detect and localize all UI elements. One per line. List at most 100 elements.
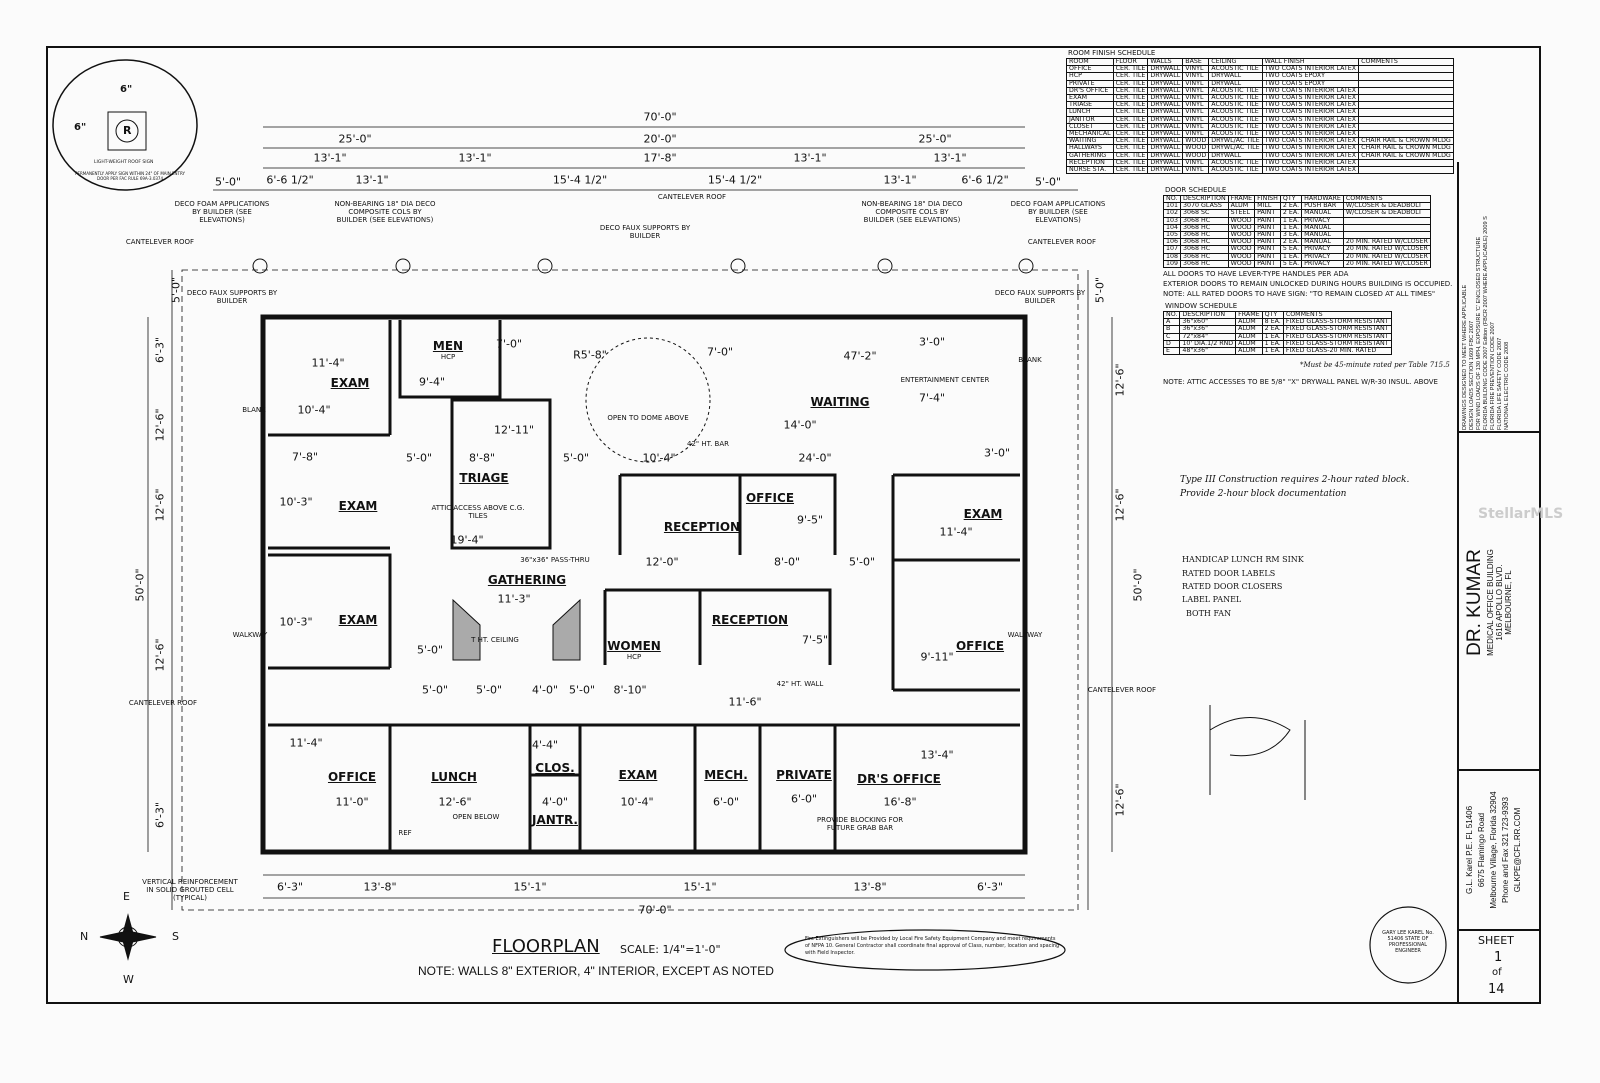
table-cell: 106: [1162, 238, 1182, 247]
table-cell: CER. TILE: [1112, 166, 1149, 175]
dimension-label: 14'-0": [783, 418, 817, 432]
dimension-label: 12'-6": [438, 795, 472, 809]
engineer-seal: [1369, 906, 1447, 984]
table-cell: PAINT: [1254, 259, 1281, 269]
dimension-label: 50'-0": [133, 568, 147, 602]
drawing-title: FLOORPLAN: [492, 936, 600, 957]
dimension-label: 13'-4": [920, 748, 954, 762]
engineer-info: G.L. Karel P.E. FL 51406 6675 Flamingo R…: [1464, 775, 1524, 925]
table-cell: DRYWL/AC TILE: [1208, 137, 1263, 146]
dimension-lines: [147, 126, 1113, 910]
dimension-label: 6'-3": [153, 336, 167, 364]
table-cell: WOOD: [1227, 245, 1256, 254]
table-cell: [1358, 122, 1454, 132]
dimension-label: 13'-1": [458, 151, 492, 165]
watermark: StellarMLS: [1478, 506, 1564, 522]
table-cell: [1358, 166, 1454, 175]
sign-symbol: R: [123, 124, 132, 137]
dimension-label: 24'-0": [798, 451, 832, 465]
table-cell: 5 EA.: [1279, 259, 1303, 269]
dimension-label: 5'-0": [1034, 175, 1062, 189]
door-note-3: NOTE: ALL RATED DOORS TO HAVE SIGN: "TO …: [1163, 290, 1436, 298]
table-cell: PRIVACY: [1301, 259, 1344, 269]
code-note: DRAWINGS DESIGNED TO MEET WHERE APPLICAB…: [1462, 284, 1468, 430]
hand-note: RATED DOOR LABELS: [1182, 569, 1276, 578]
room-label: MECH.: [704, 768, 748, 782]
room-label: DR'S OFFICE: [857, 772, 941, 786]
table-cell: ALUM: [1235, 347, 1263, 356]
table-cell: 2 EA.: [1279, 202, 1303, 211]
room-label: OFFICE: [327, 770, 377, 784]
engineer-line: 6675 Flamingo Road: [1477, 812, 1486, 888]
dimension-label: 15'-4 1/2": [707, 173, 763, 187]
compass-w: W: [123, 973, 134, 986]
dimension-label: 9'-5": [796, 513, 824, 527]
code-note: FOR WIND LOADS OF 130 MPH, EXPOSURE 'C' …: [1476, 236, 1482, 430]
dimension-label: 6'-0": [712, 795, 740, 809]
sign-box: [107, 111, 147, 151]
dimension-label: 12'-6": [153, 638, 167, 672]
dimension-label: 13'-1": [933, 151, 967, 165]
hand-note: HANDICAP LUNCH RM SINK: [1182, 555, 1304, 564]
dimension-label: 6'-0": [790, 792, 818, 806]
table-cell: WOOD: [1227, 238, 1256, 247]
project-info: DR. KUMAR MEDICAL OFFICE BUILDING 1616 A…: [1464, 440, 1513, 765]
annotation: ATTIC ACCESS ABOVE C.G. TILES: [431, 504, 525, 520]
table-cell: WOOD: [1227, 259, 1256, 269]
room-finish-title: ROOM FINISH SCHEDULE: [1068, 49, 1156, 57]
table-cell: DRYWALL: [1147, 166, 1184, 175]
room-label: CLOS.: [535, 761, 575, 775]
project-city: MELBOURNE, FL: [1504, 570, 1513, 635]
title-block-lines: [1457, 162, 1540, 1003]
annotation: 36"x36" PASS-THRU: [520, 556, 590, 564]
table-cell: 20 MIN. RATED W/CLOSER: [1342, 259, 1431, 269]
table-cell: E: [1162, 347, 1181, 356]
hand-note: BOTH FAN: [1186, 609, 1232, 618]
annotation: CANTELEVER ROOF: [128, 699, 198, 707]
table-cell: [1342, 216, 1431, 225]
roof-outline: [181, 269, 1079, 911]
interior-walls: [268, 320, 1020, 852]
table-cell: 103: [1162, 216, 1182, 225]
dimension-label: 20'-0": [643, 132, 677, 146]
table-cell: CHAIR RAIL & CROWN MLDG: [1358, 137, 1454, 146]
annotation: NON-BEARING 18" DIA DECO COMPOSITE COLS …: [334, 200, 436, 224]
compass-n: N: [80, 930, 89, 943]
attic-note: NOTE: ATTIC ACCESSES TO BE 5/8" "X" DRYW…: [1163, 378, 1438, 386]
sheet-of: of: [1492, 967, 1502, 978]
annotation: CANTELEVER ROOF: [1087, 686, 1157, 694]
dimension-label: 7'-5": [801, 633, 829, 647]
table-cell: 3068 HC: [1180, 259, 1229, 269]
table-cell: [1358, 86, 1454, 96]
compass-e: E: [123, 890, 130, 903]
dimension-label: 6'-3": [976, 880, 1004, 894]
dimension-label: 19'-4": [450, 533, 484, 547]
dimension-label: 5'-0": [421, 683, 449, 697]
dimension-label: 5'-0": [405, 451, 433, 465]
hand-note: LABEL PANEL: [1182, 595, 1242, 604]
dimension-label: R5'-8": [573, 348, 607, 362]
sign-width: 6": [120, 84, 133, 95]
table-cell: W/CLOSER & DEADBOLT: [1342, 209, 1431, 218]
hand-note: Type III Construction requires 2-hour ra…: [1180, 475, 1410, 485]
table-cell: NURSE STA.: [1066, 166, 1114, 175]
dimension-label: 70'-0": [643, 110, 677, 124]
code-notes: DRAWINGS DESIGNED TO MEET WHERE APPLICAB…: [1462, 216, 1511, 430]
table-cell: 104: [1162, 223, 1182, 233]
annotation: 42" HT. WALL: [776, 680, 824, 688]
sign-height: 6": [74, 122, 87, 133]
table-cell: 48"x36": [1179, 347, 1237, 356]
table-cell: NO.: [1162, 310, 1181, 320]
code-note: FLORIDA LIFE SAFETY CODE 2007: [1497, 337, 1503, 430]
sheet-total: 14: [1488, 982, 1505, 997]
annotation: OPEN TO DOME ABOVE: [607, 414, 689, 422]
table-cell: W/CLOSER & DEADBOLT: [1342, 202, 1431, 211]
table-cell: [1358, 101, 1454, 110]
